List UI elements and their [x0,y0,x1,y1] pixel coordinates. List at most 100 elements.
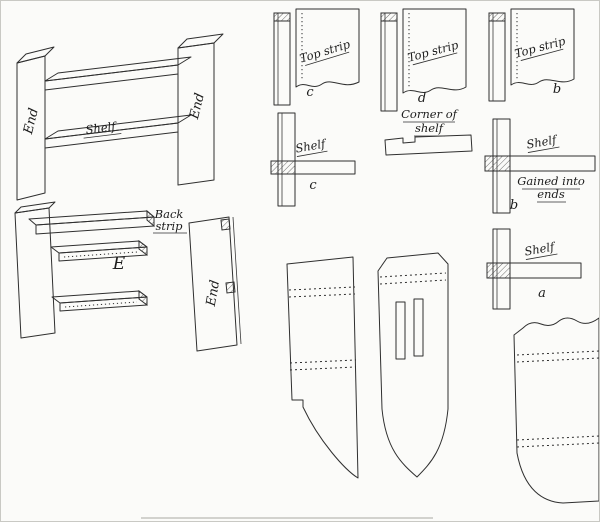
label-top-strip-b-group: Top strip [513,34,567,61]
top-strip-detail-c: Top strip c [273,8,360,106]
shelf-joint-detail-a: Shelf a [486,228,582,310]
top-strip-board-c [295,8,360,88]
label-top-strip-d-group: Top strip [406,38,460,66]
dado-line-5b [516,442,599,448]
side-panel-wide-outline [513,317,599,504]
upper-shelf-front-edge [58,246,148,262]
shelf-joint-detail-b: Shelf Gained into ends b [484,118,596,214]
top-strip-d-label: Top strip [406,38,460,65]
side-panel-slotted [377,252,449,478]
label-end-left-group: End [21,107,42,137]
end-panel-label: End [204,279,223,308]
shelf-label-underline [83,133,122,139]
dado-line-5a [516,435,599,441]
back-strip-front-edge [35,216,155,235]
gained-note-line2: ends [537,187,565,201]
label-shelf-c-group: Shelf [294,136,328,157]
detail-letter-c2: c [309,178,317,193]
top-strip-c-underline [305,51,350,66]
strip-edge-c [273,12,291,106]
lower-shelf-surface [51,290,148,304]
dado-line-4a [516,350,599,356]
label-shelf-group: Shelf [83,119,122,139]
label-shelf-b-group: Shelf [525,132,560,153]
end-panel-detail: End [188,216,242,352]
shelf-c-label: Shelf [294,136,328,155]
top-shelf-surface [44,56,192,82]
middle-shelf-front-edge [44,122,179,149]
side-panel-wide [513,317,599,504]
lower-shelf-nail-marks [64,301,138,308]
gained-note-line1: Gained into [517,174,585,188]
dado-line-1b [288,293,356,298]
shelf-a-label: Shelf [523,239,557,258]
label-end-right-group: End [187,92,208,122]
back-strip-end-section [146,209,155,228]
strip-edge-b-section [488,12,506,22]
label-top-strip-c-group: Top strip [298,37,352,66]
top-strip-b-underline [520,48,564,61]
top-strip-board-d [402,8,467,94]
strip-edge-c-section [273,12,291,22]
dado-line-1a [288,286,356,291]
assembled-shelf-unit: End Shelf End [16,33,224,201]
dado-line-3a [379,272,447,278]
dado-line-2b [289,366,357,371]
end-left-label: End [21,107,42,137]
top-strip-board-b [510,8,575,86]
shelf-piece-a-section [486,262,511,279]
detail-letter-a: a [538,286,546,301]
shelf-a-underline [525,253,558,260]
end-panel-edge-thickness [232,216,242,345]
dado-line-3b [379,279,447,285]
side-panel-slotted-outline [377,252,449,478]
upper-shelf-surface [50,240,148,254]
detail-letter-b1: b [553,82,561,97]
exploded-assembly: Back strip E [14,201,187,339]
detail-letter-E: E [112,254,126,274]
shelf-b-label: Shelf [525,132,559,151]
back-strip-label-line1: Back [154,207,184,221]
strip-edge-d-section [380,12,398,22]
end-right-label: End [187,92,208,122]
end-panel-top-gain [220,218,231,231]
top-strip-detail-b: Top strip b [488,8,575,102]
detail-letter-d: d [418,91,426,106]
strip-edge-b [488,12,506,102]
notched-shelf-corner [384,134,473,156]
label-end-panel-group: End [204,279,223,308]
strip-edge-d [380,12,398,112]
shelf-piece-c-section [270,160,296,175]
top-strip-d-underline [412,52,458,66]
hand-slot-right [413,298,424,357]
detail-letter-c1: c [306,85,314,100]
shelf-c-underline [296,150,328,157]
dado-line-4b [516,357,599,363]
top-strip-detail-d: Top strip d [380,8,467,112]
side-panel-plain [286,256,359,479]
end-panel-face [188,216,238,352]
top-shelf-front-edge [44,64,179,91]
shelf-joint-detail-c: Shelf c [270,112,356,207]
dado-line-2a [289,359,357,364]
corner-of-shelf-detail: Corner of shelf [384,107,473,156]
upper-shelf-end-section [138,240,148,256]
back-strip-label-line2: strip [155,219,183,233]
upright-strip-c [277,112,296,207]
end-board [14,207,56,339]
corner-label-line1: Corner of [401,107,459,121]
lower-shelf-front-edge [59,296,148,312]
end-board-top-edge [14,201,56,214]
end-panel-middle-gain [225,281,236,294]
upper-shelf-nail-marks [63,251,138,258]
shelf-piece-b-section [484,155,511,172]
side-panel-plain-outline [286,256,359,479]
right-end-board-top-edge [177,33,224,49]
middle-shelf-surface [44,114,192,140]
top-strip-b-label: Top strip [513,34,567,61]
detail-letter-b2: b [510,198,518,213]
shelf-label: Shelf [85,119,118,137]
label-shelf-a-group: Shelf [523,239,558,260]
